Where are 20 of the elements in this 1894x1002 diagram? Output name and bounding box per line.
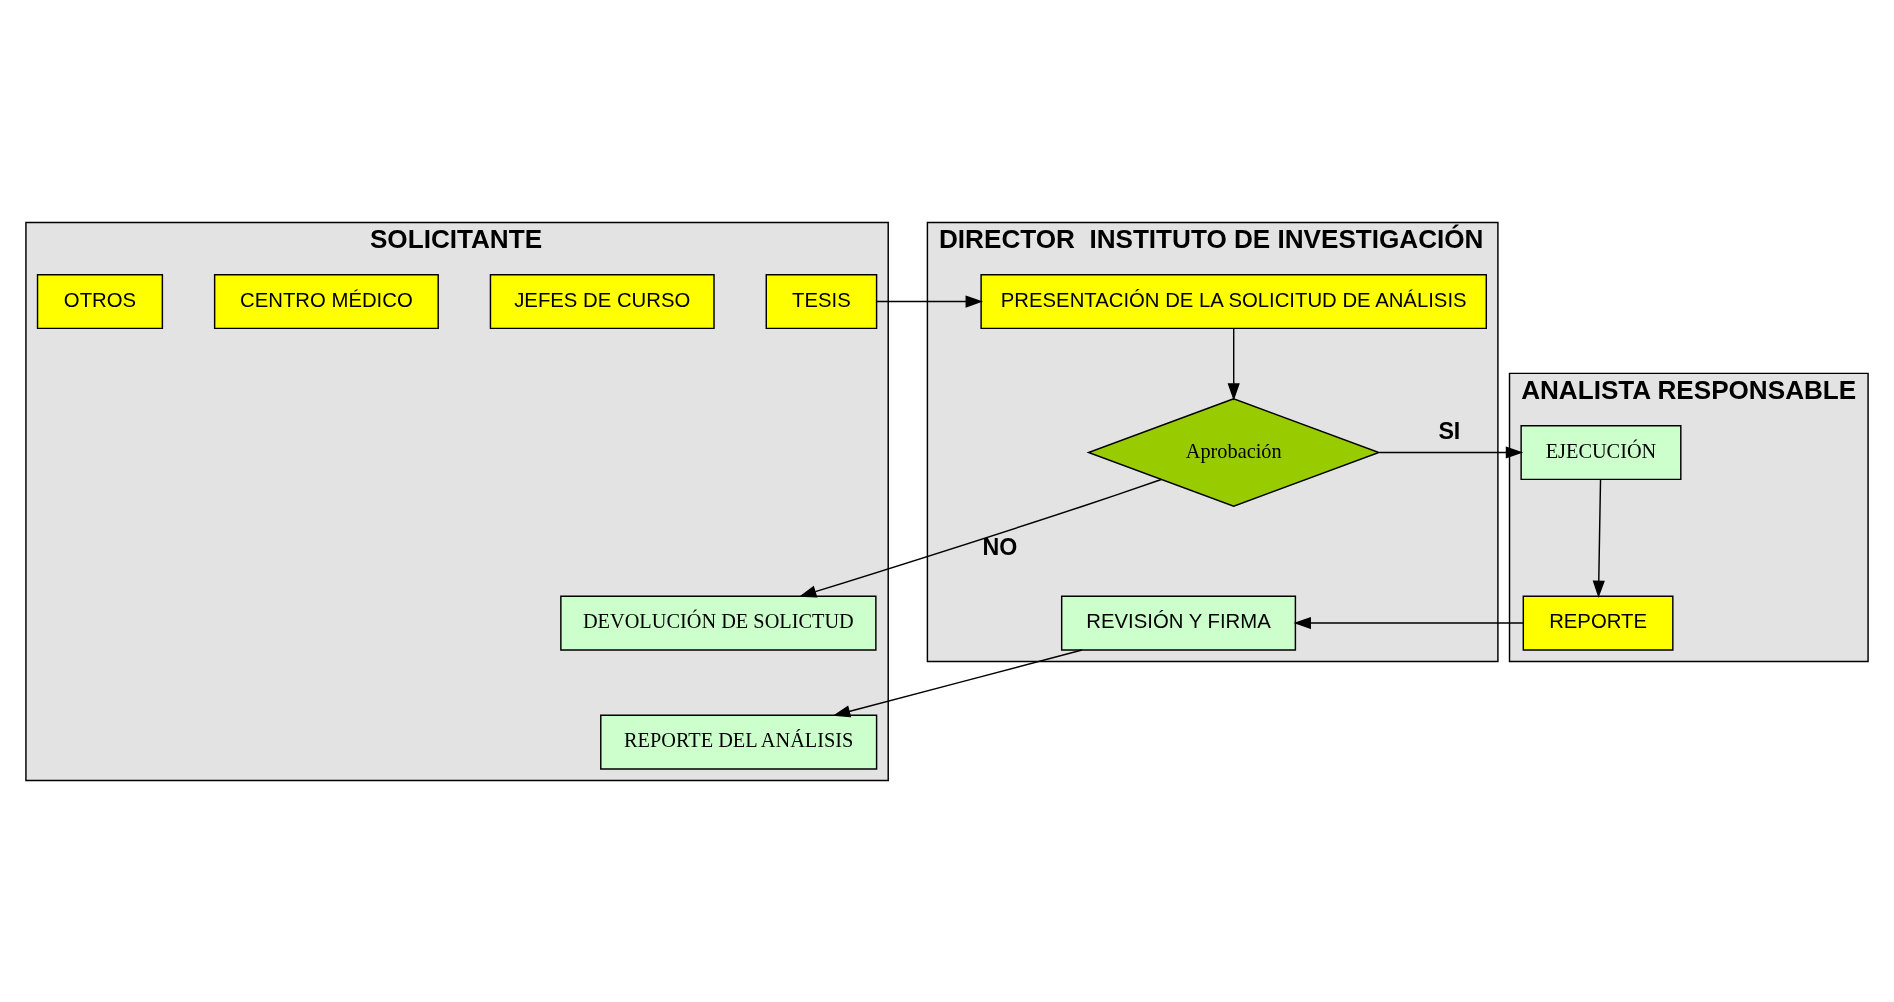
node-box: CENTRO MÉDICO [213, 273, 439, 329]
node-box: PRESENTACIÓN DE LA SOLICITUD DE ANÁLISIS [980, 273, 1487, 329]
node-box: DEVOLUCIÓN DE SOLICTUD [560, 595, 877, 651]
node-box: TESIS [765, 273, 878, 329]
node-box: EJECUCIÓN [1520, 424, 1682, 480]
arrow [1592, 478, 1605, 598]
edge-label: NO [982, 533, 1018, 560]
arrow [1293, 616, 1524, 629]
node-box: JEFES DE CURSO [489, 273, 715, 329]
edge-label: SI [1438, 417, 1461, 444]
node-diamond: Aprobación [1086, 397, 1381, 507]
node-box: REPORTE [1522, 595, 1674, 651]
node-box: REVISIÓN Y FIRMA [1060, 595, 1297, 651]
node-box: OTROS [36, 273, 164, 329]
arrow [1227, 327, 1240, 401]
arrow [832, 648, 1083, 717]
arrow [876, 294, 983, 308]
arrow [798, 478, 1162, 597]
node-box: REPORTE DEL ANÁLISIS [600, 714, 878, 770]
arrow [1378, 445, 1524, 459]
